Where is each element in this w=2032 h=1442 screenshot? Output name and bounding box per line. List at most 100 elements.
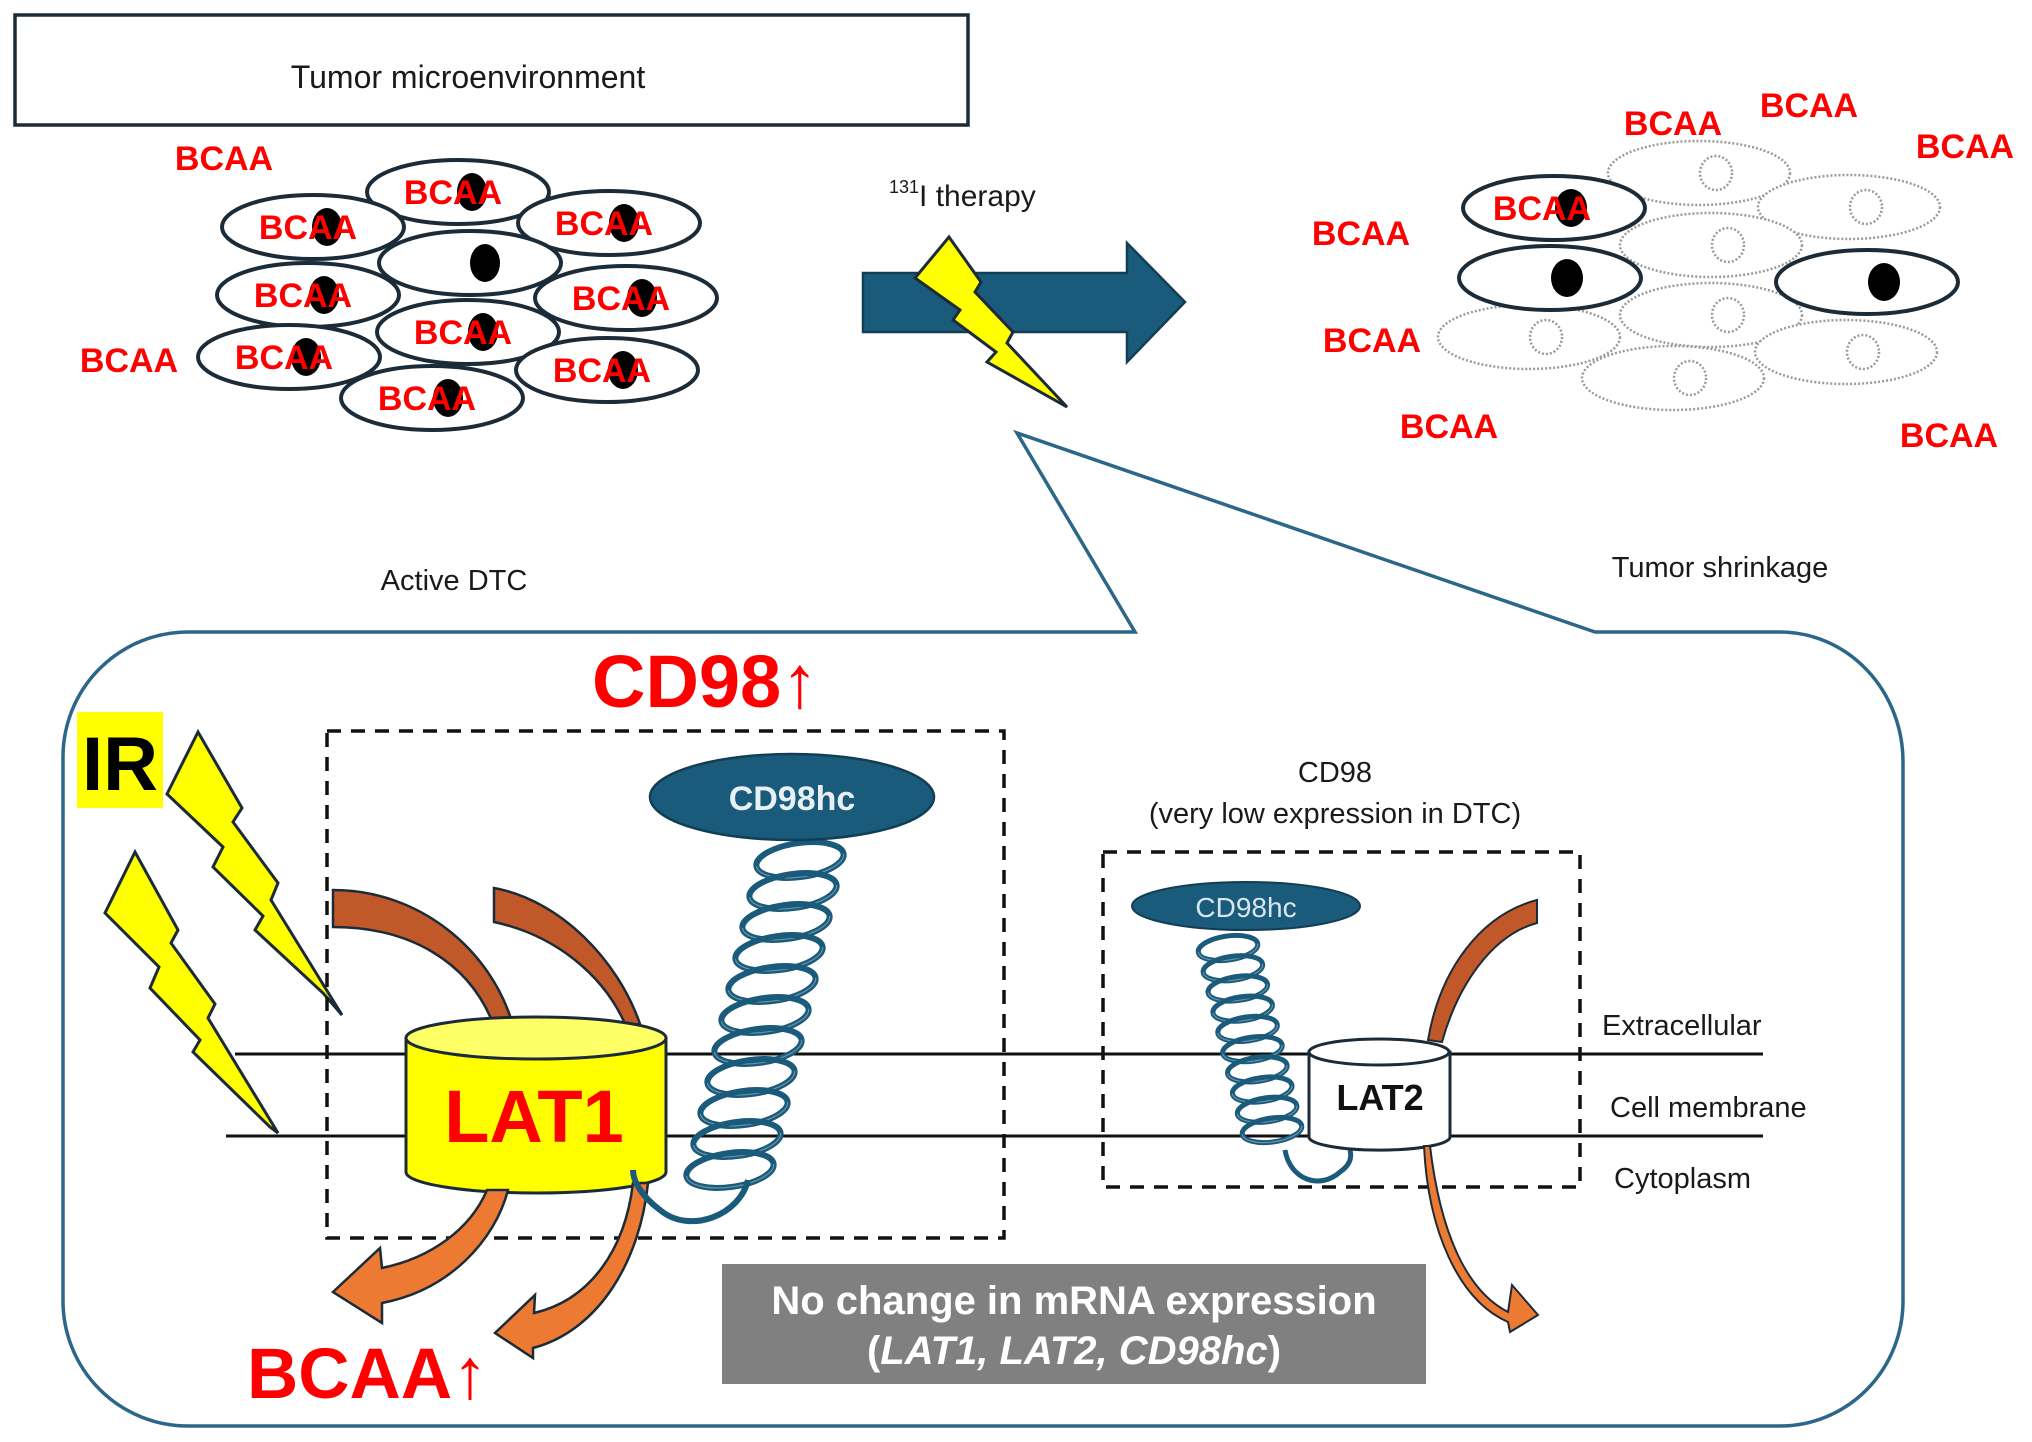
bcaa-label: BCAA bbox=[1400, 408, 1498, 446]
bcaa-label: BCAA bbox=[414, 314, 512, 352]
helix-coil bbox=[1195, 932, 1261, 964]
mrna-note-line2: (LAT1, LAT2, CD98hc) bbox=[867, 1329, 1281, 1373]
bcaa-label: BCAA bbox=[1900, 417, 1998, 455]
tumor-shrinkage-caption: Tumor shrinkage bbox=[1612, 552, 1829, 584]
nucleus-ghost bbox=[1698, 154, 1734, 192]
bcaa-label: BCAA bbox=[1624, 105, 1722, 143]
bcaa-efflux-arrow bbox=[330, 1188, 510, 1326]
cd98-low-subtitle: (very low expression in DTC) bbox=[1149, 798, 1521, 830]
tumor-microenvironment-box: Tumor microenvironment bbox=[13, 13, 970, 127]
dead-tumor-cell bbox=[1753, 318, 1939, 386]
right-arrow-icon bbox=[861, 239, 1187, 366]
helix-coil bbox=[704, 1056, 798, 1098]
bcaa-label: BCAA bbox=[1312, 215, 1410, 253]
cytoplasm-label: Cytoplasm bbox=[1614, 1163, 1751, 1195]
cd98hc-small-label: CD98hc bbox=[1195, 892, 1296, 923]
helix-coil bbox=[711, 1025, 805, 1067]
cd98hc-large: CD98hc bbox=[630, 752, 936, 1225]
helix-tail bbox=[630, 1169, 751, 1225]
ir-badge: IR bbox=[77, 712, 163, 808]
tumor-cell: BCAA bbox=[516, 189, 702, 257]
tumor-cell bbox=[1774, 248, 1960, 316]
tumor-microenvironment-title: Tumor microenvironment bbox=[291, 59, 646, 95]
nucleus-ghost bbox=[1710, 226, 1746, 264]
bcaa-up-label: BCAA↑ bbox=[247, 1335, 488, 1414]
dead-tumor-cell bbox=[1618, 211, 1804, 279]
cd98hc-label: CD98hc bbox=[729, 780, 856, 818]
lat1-transporter: LAT1 bbox=[404, 1015, 668, 1195]
tumor-cell: BCAA bbox=[220, 193, 406, 261]
helix-coil bbox=[1215, 1013, 1280, 1044]
bcaa-label: BCAA bbox=[572, 280, 670, 318]
cd98hc-helix bbox=[1195, 932, 1354, 1184]
tumor-cell: BCAA bbox=[196, 323, 382, 391]
tumor-cell: BCAA bbox=[533, 264, 719, 332]
helix-coil bbox=[1225, 1054, 1290, 1085]
lightning-bolt-icon bbox=[912, 234, 1069, 409]
tumor-cell: BCAA bbox=[375, 298, 561, 366]
bcaa-label: BCAA bbox=[404, 174, 502, 212]
helix-coil bbox=[746, 870, 840, 912]
ir-lightning-bolt-icon bbox=[103, 848, 280, 1135]
nucleus bbox=[1868, 263, 1900, 301]
nucleus bbox=[433, 379, 463, 417]
nucleus-ghost bbox=[1845, 333, 1881, 371]
helix-coil bbox=[732, 932, 826, 974]
bcaa-label: BCAA bbox=[1493, 190, 1591, 228]
cd98-up-label: CD98↑ bbox=[592, 640, 818, 723]
helix-coil bbox=[1234, 1094, 1300, 1125]
nucleus bbox=[470, 244, 500, 282]
nucleus bbox=[627, 279, 657, 317]
lat2-label: LAT2 bbox=[1336, 1077, 1423, 1118]
helix-coil bbox=[1210, 993, 1275, 1024]
nucleus-ghost bbox=[1528, 318, 1564, 356]
nucleus-ghost bbox=[1710, 296, 1746, 334]
bcaa-label: BCAA bbox=[254, 277, 352, 315]
helix-coil bbox=[690, 1118, 784, 1160]
helix-coil bbox=[1229, 1074, 1295, 1105]
ir-label: IR bbox=[82, 722, 158, 807]
tumor-cell: BCAA bbox=[365, 158, 551, 226]
bcaa-label: BCAA bbox=[1323, 322, 1421, 360]
bcaa-label: BCAA bbox=[80, 342, 178, 380]
helix-coil bbox=[1200, 953, 1266, 984]
helix-coil bbox=[753, 839, 847, 881]
cd98hc-helix bbox=[630, 839, 847, 1225]
bcaa-label: BCAA bbox=[1760, 87, 1858, 125]
nucleus bbox=[457, 173, 487, 211]
helix-coil bbox=[725, 963, 819, 1005]
helix-coil bbox=[1239, 1114, 1305, 1146]
tumor-cell: BCAA bbox=[339, 364, 525, 432]
nucleus bbox=[309, 276, 339, 314]
nucleus bbox=[1555, 189, 1587, 227]
ir-lightning-bolt-icon bbox=[165, 728, 344, 1016]
dead-tumor-cell bbox=[1580, 344, 1766, 412]
nucleus bbox=[291, 338, 321, 376]
helix-coil bbox=[683, 1149, 777, 1191]
mrna-note-line1: No change in mRNA expression bbox=[771, 1279, 1376, 1323]
lat2-influx-arc bbox=[1426, 898, 1538, 1044]
mrna-note-box: No change in mRNA expression (LAT1, LAT2… bbox=[722, 1264, 1426, 1384]
lat1-cd98-complex-box bbox=[325, 729, 1006, 1240]
nucleus-ghost bbox=[1848, 188, 1884, 226]
helix-coil bbox=[1205, 973, 1271, 1004]
bcaa-label: BCAA bbox=[235, 339, 333, 377]
bcaa-label: BCAA bbox=[553, 352, 651, 390]
extracellular-label: Extracellular bbox=[1602, 1010, 1762, 1042]
nucleus bbox=[468, 313, 498, 351]
lat2-efflux-arrow bbox=[1422, 1145, 1540, 1334]
dead-tumor-cell bbox=[1618, 281, 1804, 349]
bcaa-efflux-arrow bbox=[492, 1181, 650, 1361]
tumor-cell: BCAA bbox=[215, 261, 401, 329]
tumor-cell: BCAA bbox=[514, 336, 700, 404]
bcaa-label: BCAA bbox=[555, 205, 653, 243]
helix-coil bbox=[1220, 1034, 1285, 1065]
lat2-transporter: LAT2 bbox=[1307, 1037, 1452, 1152]
dead-tumor-cell bbox=[1436, 303, 1622, 371]
bcaa-label: BCAA bbox=[175, 140, 273, 178]
tumor-cell: BCAA bbox=[1461, 174, 1647, 242]
nucleus bbox=[609, 204, 639, 242]
